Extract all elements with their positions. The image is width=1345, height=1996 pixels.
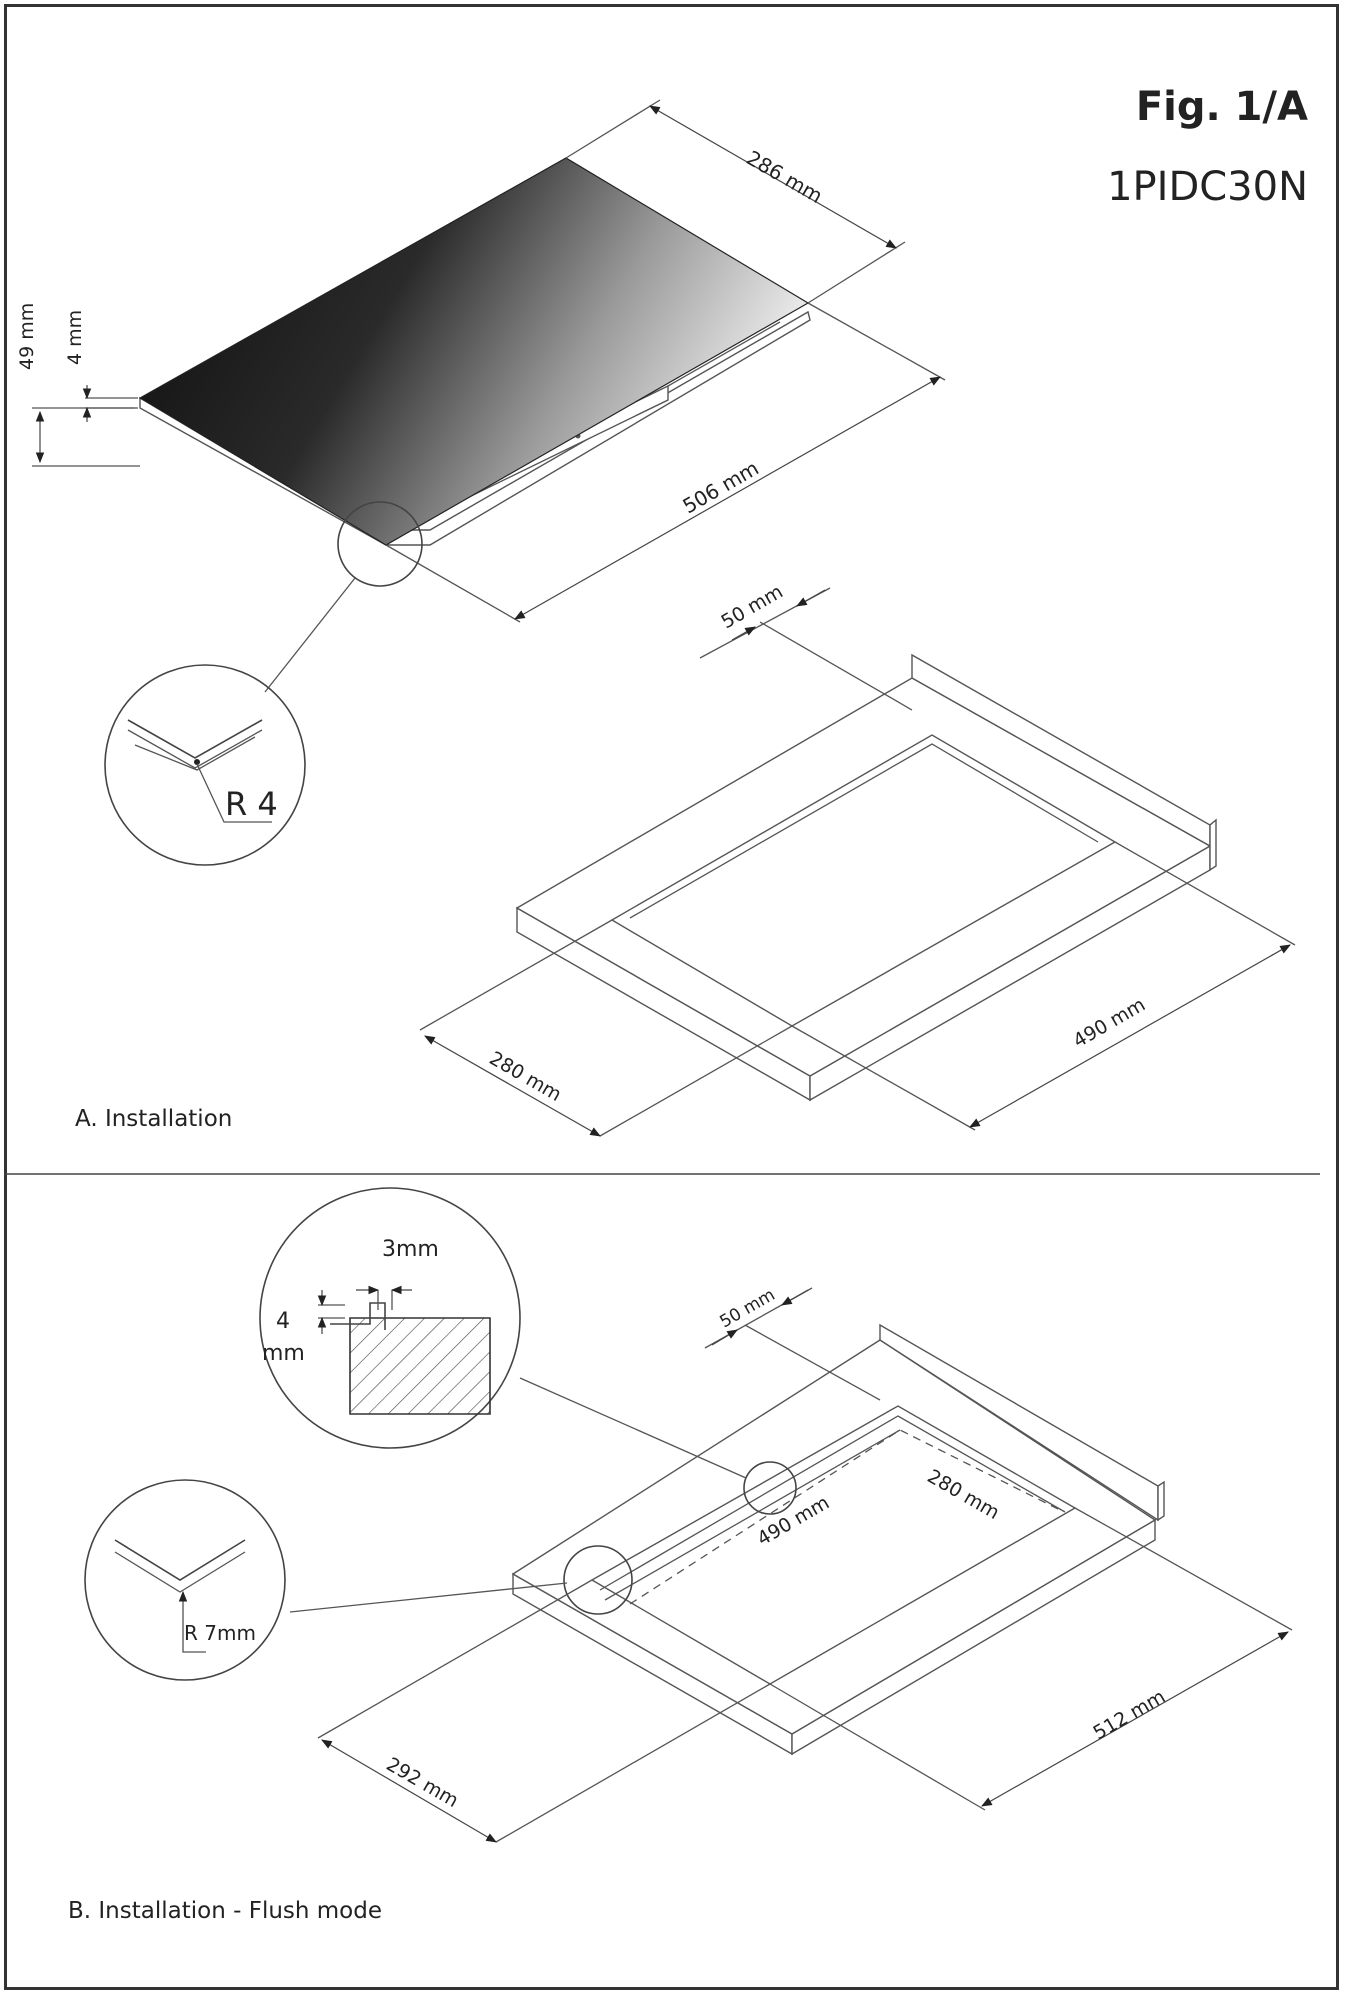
rebate-depth-unit: mm [262, 1341, 305, 1366]
dimension-286-label: 286 mm [743, 146, 827, 209]
worktop-a [515, 653, 1217, 1102]
dimension-50-a-label: 50 mm [718, 581, 787, 634]
dimension-49-label: 49 mm [16, 303, 38, 370]
corner-radius-b-label: R 7mm [184, 1621, 256, 1645]
dimension-50-b-label: 50 mm [717, 1285, 779, 1332]
dimension-50-a: 50 mm [699, 581, 913, 711]
rebate-section-detail: 3mm 4 mm [259, 1187, 797, 1515]
corner-radius-a-label: R 4 [225, 785, 278, 823]
dimension-512-label: 512 mm [1090, 1686, 1170, 1745]
section-a-caption: A. Installation [75, 1106, 232, 1132]
figure-frame [4, 4, 1339, 1990]
rebate-gap-label: 3mm [382, 1237, 439, 1262]
worktop-b [511, 1323, 1165, 1756]
dimension-4-label: 4 mm [64, 310, 86, 365]
section-b-caption: B. Installation - Flush mode [68, 1898, 382, 1924]
corner-detail-r7: R 7mm [84, 1479, 633, 1681]
model-number: 1PIDC30N [1107, 164, 1308, 210]
dimension-280-a-label: 280 mm [486, 1047, 566, 1106]
figure-label: Fig. 1/A [1136, 84, 1308, 130]
dimension-490-a-label: 490 mm [1070, 994, 1150, 1053]
corner-detail-r4: R 4 [104, 501, 423, 866]
dimension-506-label: 506 mm [679, 456, 763, 519]
dimension-height: 49 mm 4 mm [16, 303, 140, 467]
rebate-depth-value: 4 [276, 1309, 290, 1334]
